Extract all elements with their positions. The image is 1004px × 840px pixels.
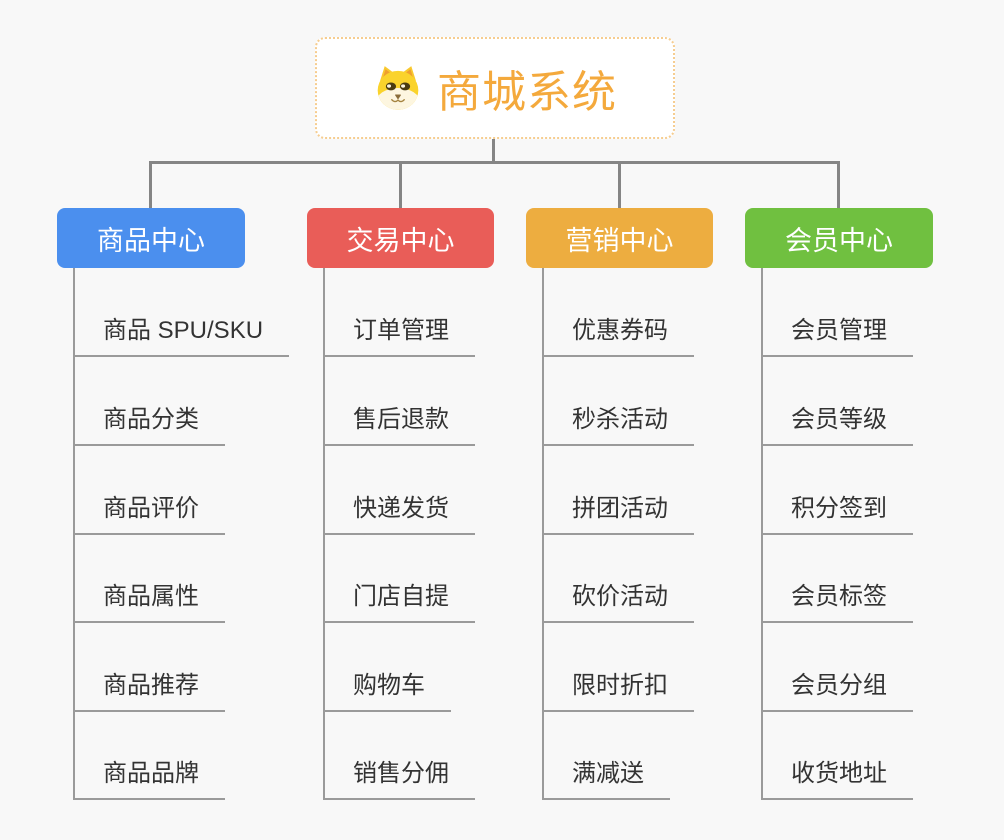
leaf-node[interactable]: 积分签到 xyxy=(761,493,913,535)
branch-label: 会员中心 xyxy=(785,225,893,256)
leaf-node[interactable]: 销售分佣 xyxy=(323,758,475,800)
leaf-node[interactable]: 商品分类 xyxy=(73,404,225,446)
leaf-node[interactable]: 拼团活动 xyxy=(542,493,694,535)
leaf-node[interactable]: 会员分组 xyxy=(761,670,913,712)
leaf-node[interactable]: 会员管理 xyxy=(761,315,913,357)
connector-drop-marketing xyxy=(618,161,621,208)
branch-label: 交易中心 xyxy=(346,225,455,256)
leaf-node[interactable]: 会员标签 xyxy=(761,581,913,623)
connector-drop-product xyxy=(149,161,152,208)
leaf-node[interactable]: 商品 SPU/SKU xyxy=(73,315,290,357)
branch-children-trade-center: 订单管理 售后退款 快递发货 门店自提 购物车 销售分佣 xyxy=(323,268,603,808)
leaf-node[interactable]: 优惠券码 xyxy=(542,315,694,357)
branch-children-marketing-center: 优惠券码 秒杀活动 拼团活动 砍价活动 限时折扣 满减送 xyxy=(542,268,822,808)
leaf-node[interactable]: 满减送 xyxy=(542,758,670,800)
leaf-node[interactable]: 快递发货 xyxy=(323,493,475,535)
branch-children-product-center: 商品 SPU/SKU 商品分类 商品评价 商品属性 商品推荐 商品品牌 xyxy=(73,268,353,808)
leaf-node[interactable]: 商品推荐 xyxy=(73,670,225,712)
leaf-node[interactable]: 限时折扣 xyxy=(542,670,694,712)
branch-children-member-center: 会员管理 会员等级 积分签到 会员标签 会员分组 收货地址 xyxy=(761,268,1004,808)
dog-face-icon xyxy=(377,66,419,110)
connector-drop-member xyxy=(837,161,840,208)
leaf-node[interactable]: 商品品牌 xyxy=(73,758,225,800)
leaf-node[interactable]: 商品评价 xyxy=(73,493,225,535)
connector-root-stem xyxy=(492,139,495,164)
leaf-node[interactable]: 购物车 xyxy=(323,670,451,712)
leaf-node[interactable]: 商品属性 xyxy=(73,581,225,623)
branch-node-member-center[interactable]: 会员中心 xyxy=(745,208,933,268)
leaf-node[interactable]: 秒杀活动 xyxy=(542,404,694,446)
leaf-node[interactable]: 门店自提 xyxy=(323,581,475,623)
branch-label: 营销中心 xyxy=(565,225,674,256)
leaf-node[interactable]: 砍价活动 xyxy=(542,581,694,623)
branch-node-marketing-center[interactable]: 营销中心 xyxy=(526,208,713,268)
leaf-node[interactable]: 会员等级 xyxy=(761,404,913,446)
branch-node-product-center[interactable]: 商品中心 xyxy=(57,208,245,268)
connector-drop-trade xyxy=(399,161,402,208)
root-node-mall-system[interactable]: 商城系统 xyxy=(315,37,675,139)
leaf-node[interactable]: 收货地址 xyxy=(761,758,913,800)
branch-label: 商品中心 xyxy=(97,225,205,256)
leaf-node[interactable]: 售后退款 xyxy=(323,404,475,446)
root-node-title: 商城系统 xyxy=(437,68,617,117)
branch-node-trade-center[interactable]: 交易中心 xyxy=(307,208,494,268)
connector-horizontal-rail xyxy=(150,161,840,164)
leaf-node[interactable]: 订单管理 xyxy=(323,315,475,357)
